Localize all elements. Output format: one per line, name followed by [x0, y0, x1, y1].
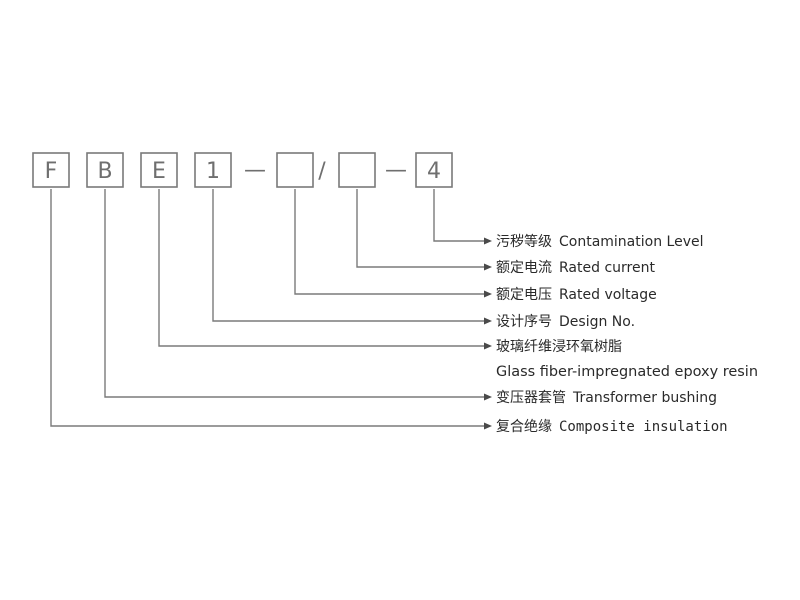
arrow-epoxy: [484, 342, 492, 350]
label-transformer-bushing: 变压器套管 Transformer bushing: [496, 390, 717, 406]
separator-dash-2: —: [385, 158, 407, 183]
label-bushing-en: Transformer bushing: [572, 390, 717, 406]
code-box-f: F: [32, 152, 70, 188]
label-composite-cn: 复合绝缘: [496, 418, 552, 435]
code-box-contamination: 4: [415, 152, 453, 188]
legend-labels: 污秽等级 Contamination Level 额定电流 Rated curren…: [496, 233, 758, 435]
leader-line-rated-voltage: [294, 189, 486, 295]
label-contamination-en: Contamination Level: [559, 234, 703, 250]
leader-line-contamination: [433, 189, 486, 242]
arrow-composite: [484, 422, 492, 430]
code-letter-f: F: [45, 159, 58, 184]
separator-dash-1: —: [244, 158, 266, 183]
leader-lines: [50, 189, 492, 430]
label-rated-current-cn: 额定电流: [496, 260, 552, 276]
code-digit-4: 4: [427, 159, 441, 184]
leader-line-bushing: [104, 189, 486, 398]
leader-line-composite: [50, 189, 486, 427]
leader-line-design-no: [212, 189, 486, 322]
label-design-no-en: Design No.: [559, 314, 635, 330]
leader-line-rated-current: [356, 189, 486, 268]
arrow-bushing: [484, 393, 492, 401]
label-design-no: 设计序号 Design No.: [496, 314, 635, 330]
label-rated-current-en: Rated current: [559, 260, 655, 276]
label-composite-en: Composite insulation: [559, 419, 728, 435]
label-rated-voltage-en: Rated voltage: [559, 287, 657, 303]
code-box-rated-current: [338, 152, 376, 188]
code-letter-e: E: [152, 159, 166, 184]
separator-slash: /: [318, 159, 326, 184]
code-letter-b: B: [97, 159, 112, 184]
label-contamination-level: 污秽等级 Contamination Level: [496, 233, 703, 250]
code-box-e: E: [140, 152, 178, 188]
label-composite-insulation: 复合绝缘 Composite insulation: [496, 418, 728, 435]
label-rated-voltage-cn: 额定电压: [496, 287, 552, 303]
leader-line-epoxy: [158, 189, 486, 347]
code-digit-1: 1: [206, 159, 220, 184]
label-contamination-cn: 污秽等级: [496, 233, 552, 250]
label-bushing-cn: 变压器套管: [496, 390, 566, 406]
arrow-rated-current: [484, 263, 492, 271]
label-rated-voltage: 额定电压 Rated voltage: [496, 287, 657, 303]
label-design-no-cn: 设计序号: [496, 314, 552, 330]
code-box-b: B: [86, 152, 124, 188]
label-epoxy-en: Glass fiber-impregnated epoxy resin: [496, 364, 758, 380]
code-box-design-no: 1: [194, 152, 232, 188]
code-box-rated-voltage: [276, 152, 314, 188]
arrow-contamination: [484, 237, 492, 245]
label-rated-current: 额定电流 Rated current: [496, 260, 655, 276]
arrow-rated-voltage: [484, 290, 492, 298]
label-epoxy-cn: 玻璃纤维浸环氧树脂: [496, 338, 622, 355]
arrow-design-no: [484, 317, 492, 325]
